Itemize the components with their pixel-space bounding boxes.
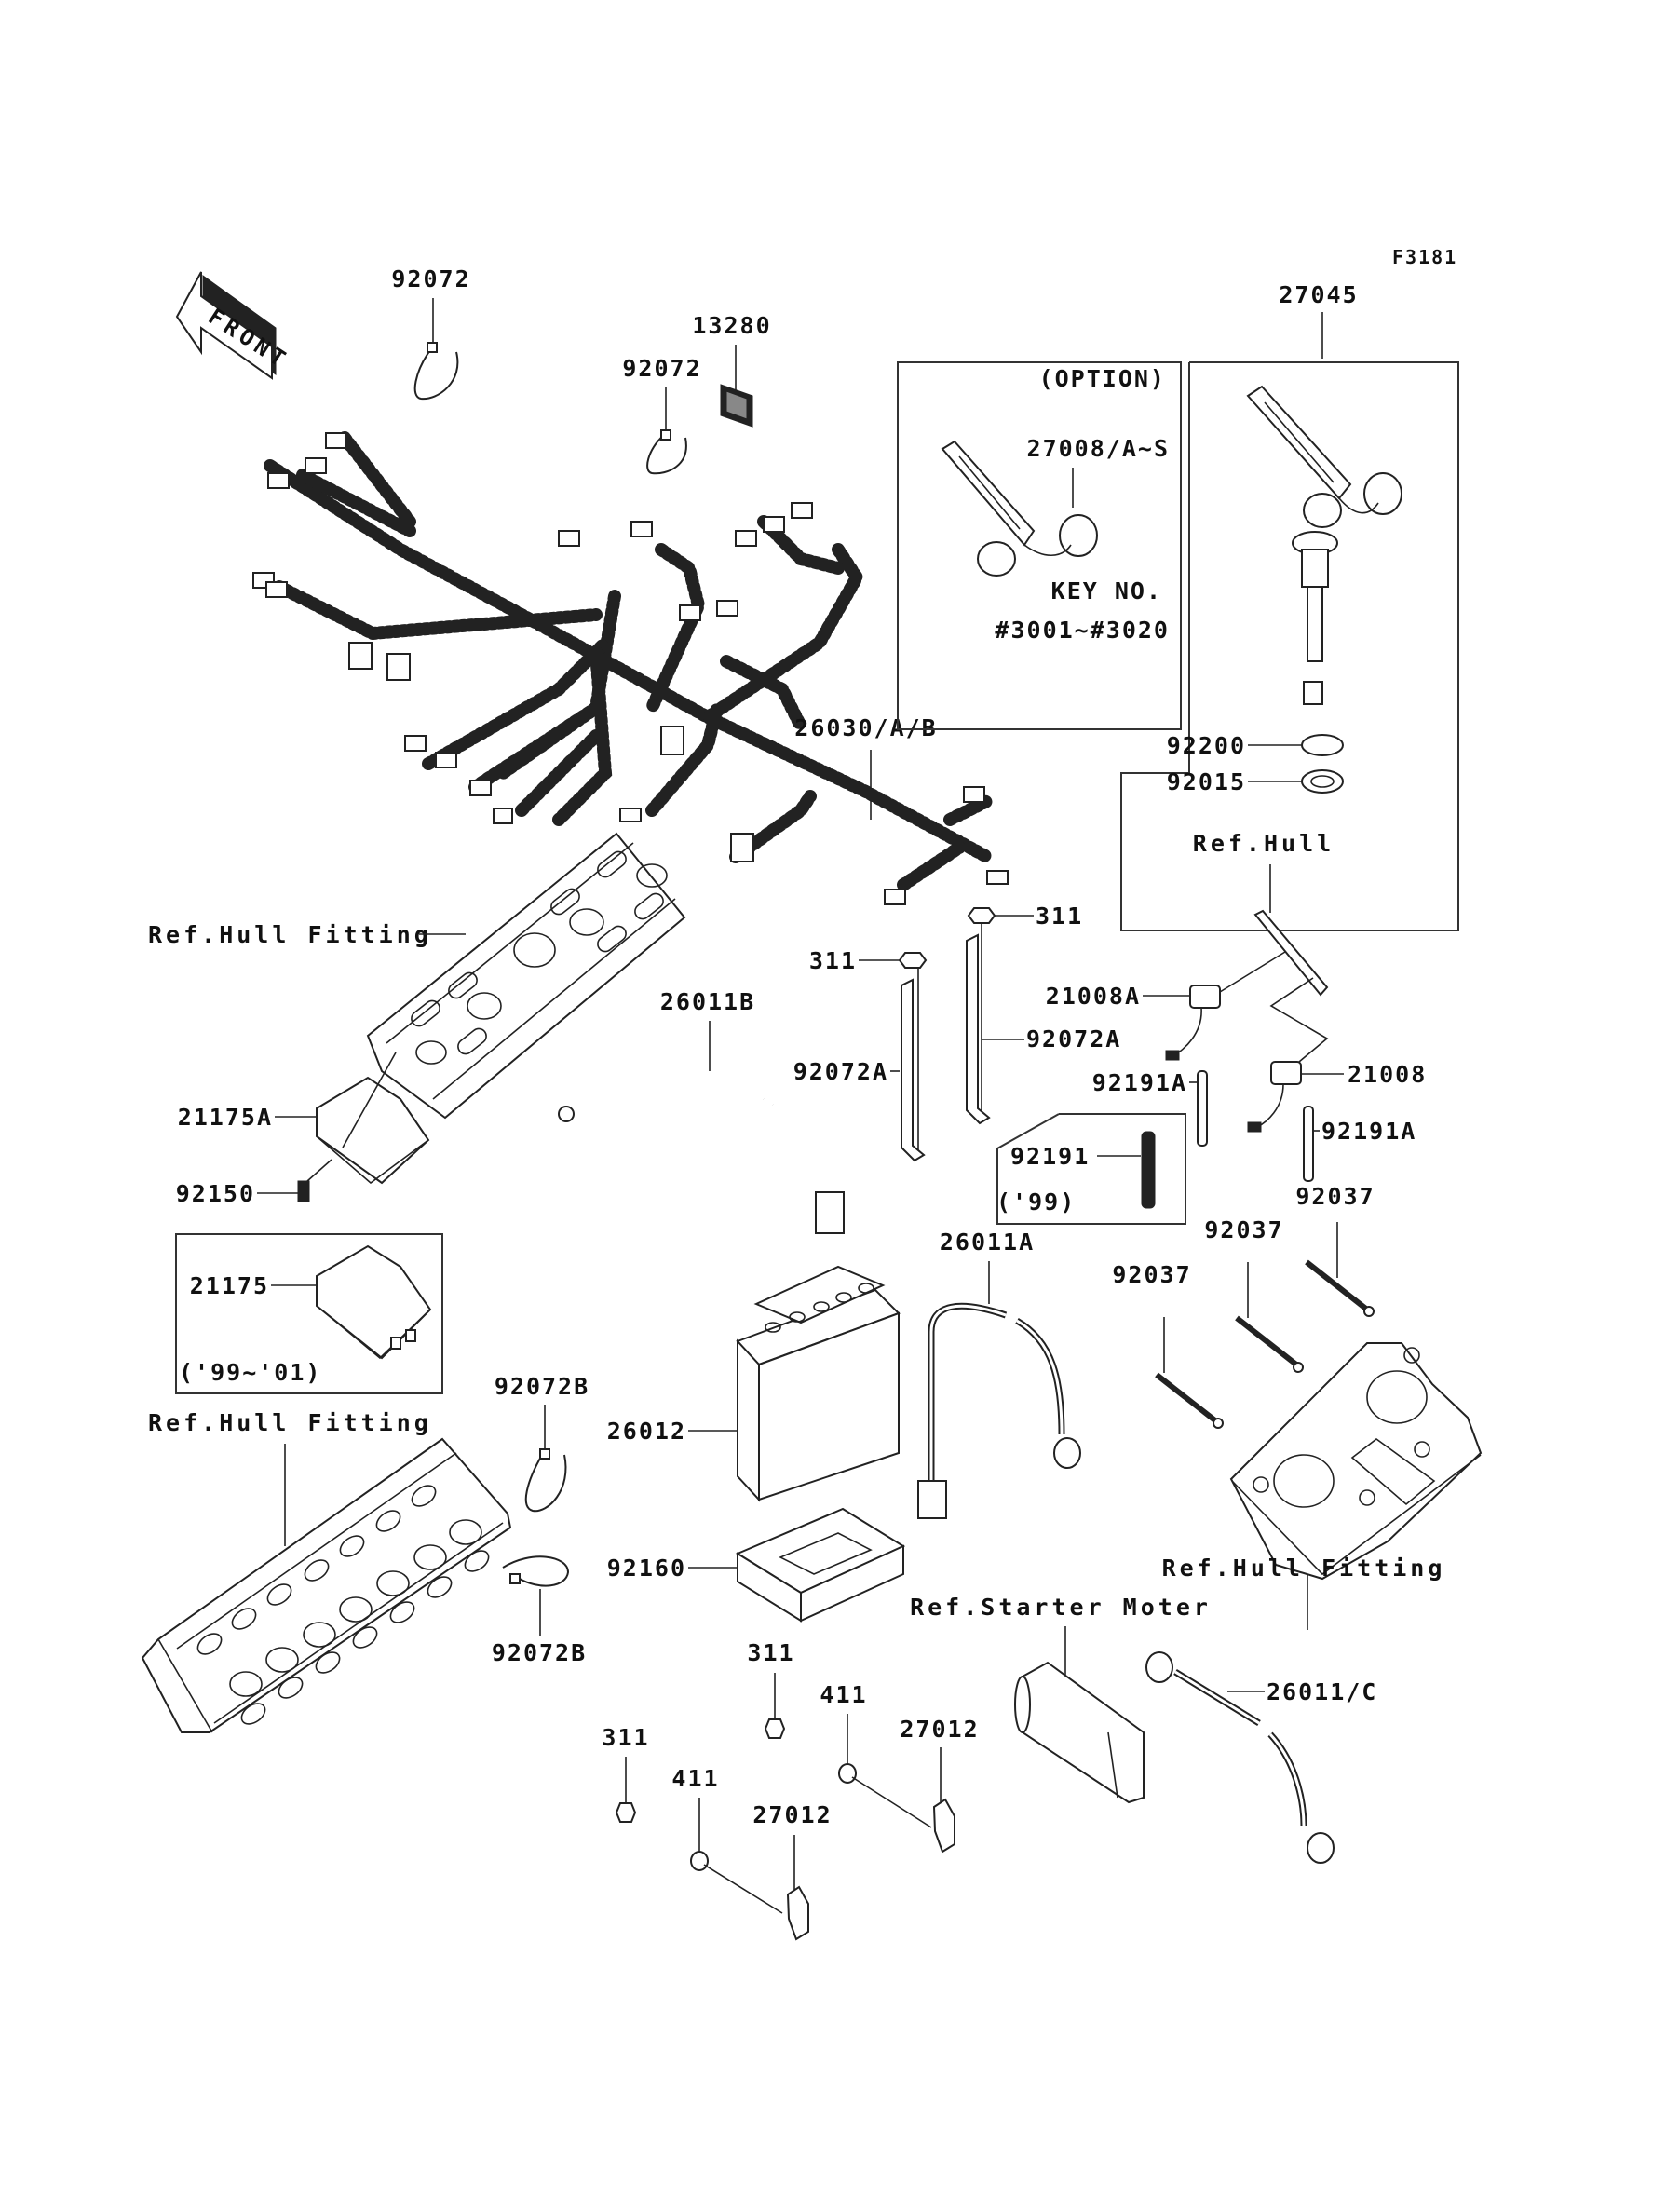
part-26011C-cable[interactable]: 26011/C xyxy=(1145,1651,1377,1864)
ref-hull-fitting-label: Ref.Hull Fitting xyxy=(148,1409,432,1436)
part-92191A-sleeve-1[interactable]: 92191A xyxy=(1092,1069,1208,1147)
ref-hull-fitting-plate-1: Ref.Hull Fitting xyxy=(148,832,686,1120)
callout-411: 411 xyxy=(671,1765,719,1792)
nut-92015-icon[interactable] xyxy=(1301,769,1344,794)
part-26011B-cable[interactable]: 26011B xyxy=(558,988,845,1234)
ref-hull-fitting-plate-3: Ref.Hull Fitting xyxy=(1162,1342,1483,1630)
ref-hull-bracket: Ref.Hull xyxy=(1193,830,1335,1063)
callout-21008: 21008 xyxy=(1348,1061,1427,1088)
ref-hull-fitting-label: Ref.Hull Fitting xyxy=(1162,1555,1446,1582)
callout-27045: 27045 xyxy=(1279,281,1358,308)
callout-411: 411 xyxy=(820,1681,867,1708)
ref-starter-motor: Ref.Starter Moter xyxy=(910,1594,1212,1804)
module-21175-icon[interactable] xyxy=(316,1244,432,1360)
part-92072B-clamp-a[interactable]: 92072B xyxy=(495,1373,589,1513)
callout-92160: 92160 xyxy=(607,1555,686,1582)
callout-26012: 26012 xyxy=(607,1418,686,1445)
ignition-switch-icon[interactable] xyxy=(1292,531,1338,705)
key-fob-icon[interactable] xyxy=(1246,385,1402,528)
callout-26011C: 26011/C xyxy=(1267,1678,1377,1705)
callout-92191A: 92191A xyxy=(1321,1118,1416,1145)
ref-hull-label: Ref.Hull xyxy=(1193,830,1335,857)
callout-92150: 92150 xyxy=(176,1180,255,1207)
part-92072A-strap-b[interactable]: 92072A xyxy=(966,923,1121,1125)
part-92072A-strap-a[interactable]: 92072A xyxy=(793,968,926,1162)
callout-92072: 92072 xyxy=(622,355,701,382)
callout-311: 311 xyxy=(809,947,857,974)
callout-21175A: 21175A xyxy=(178,1104,273,1131)
callout-92191A: 92191A xyxy=(1092,1069,1187,1096)
figure-code: F3181 xyxy=(1392,246,1457,268)
part-27012-clamp-a[interactable]: 27012 xyxy=(900,1716,979,1854)
part-92191A-sleeve-2[interactable]: 92191A xyxy=(1303,1106,1416,1182)
part-92037-tie-b[interactable]: 92037 xyxy=(1204,1216,1304,1373)
callout-27008: 27008/A~S xyxy=(1027,435,1170,462)
part-92072-clamp-2[interactable]: 92072 xyxy=(622,355,701,475)
callout-311: 311 xyxy=(747,1639,794,1666)
ignition-assembly-box: 27045 92200 92015 xyxy=(1120,281,1459,931)
callout-311: 311 xyxy=(1036,903,1083,930)
spring-sleeve-icon[interactable] xyxy=(1141,1131,1156,1209)
part-92037-tie-a[interactable]: 92037 xyxy=(1295,1183,1375,1317)
part-92150-screw[interactable]: 92150 xyxy=(176,1159,332,1207)
part-21008-switch[interactable]: 21008 xyxy=(1247,1061,1427,1133)
part-92037-tie-c[interactable]: 92037 xyxy=(1112,1261,1224,1429)
years-1999: ('99) xyxy=(996,1188,1076,1215)
part-92072-clamp[interactable]: 92072 xyxy=(391,265,470,401)
part-26012-battery[interactable]: 26012 xyxy=(607,1265,901,1502)
ref-starter-motor-label: Ref.Starter Moter xyxy=(910,1594,1212,1621)
part-92160-battery-tray[interactable]: 92160 xyxy=(607,1507,906,1623)
callout-21175: 21175 xyxy=(190,1272,269,1299)
callout-92191: 92191 xyxy=(1010,1143,1090,1170)
key-range: #3001~#3020 xyxy=(995,617,1170,644)
front-arrow-icon: FRONT xyxy=(175,271,294,380)
part-92072B-clamp-b[interactable]: 92072B xyxy=(492,1555,587,1666)
callout-13280: 13280 xyxy=(692,312,771,339)
callout-27012: 27012 xyxy=(900,1716,979,1743)
part-311-nut-d[interactable]: 311 xyxy=(602,1724,649,1823)
callout-92072A: 92072A xyxy=(1026,1025,1121,1052)
part-21008A-switch[interactable]: 21008A xyxy=(1046,951,1286,1061)
callout-92072B: 92072B xyxy=(495,1373,589,1400)
callout-21008A: 21008A xyxy=(1046,983,1141,1010)
callout-92072: 92072 xyxy=(391,265,470,292)
part-411-washer-b[interactable]: 411 xyxy=(671,1765,783,1914)
callout-92037: 92037 xyxy=(1295,1183,1375,1210)
part-13280-clip[interactable]: 13280 xyxy=(692,312,771,428)
years-1999-2001: ('99~'01) xyxy=(179,1359,321,1386)
callout-92072B: 92072B xyxy=(492,1639,587,1666)
part-311-nut-a[interactable]: 311 xyxy=(967,903,1083,930)
callout-92015: 92015 xyxy=(1167,768,1246,795)
option-key-box: (OPTION) 27008/A~S KEY NO. #3001~#3020 xyxy=(897,361,1182,730)
callout-92200: 92200 xyxy=(1167,732,1246,759)
part-26011A-cable[interactable]: 26011A xyxy=(917,1229,1081,1519)
ref-hull-fitting-label: Ref.Hull Fitting xyxy=(148,921,432,948)
part-21175A-module[interactable]: 21175A xyxy=(178,1052,430,1185)
callout-26030: 26030/A/B xyxy=(794,714,937,741)
key-no-label: KEY NO. xyxy=(1051,577,1162,604)
box-21175-1999-2001: 21175 ('99~'01) xyxy=(175,1233,443,1394)
box-92191-1999: 92191 ('99) xyxy=(996,1113,1186,1225)
option-title: (OPTION) xyxy=(1039,365,1166,392)
part-311-nut-c[interactable]: 311 xyxy=(747,1639,794,1739)
callout-311: 311 xyxy=(602,1724,649,1751)
callout-26011A: 26011A xyxy=(940,1229,1035,1256)
callout-27012: 27012 xyxy=(752,1801,832,1828)
callout-92037: 92037 xyxy=(1112,1261,1191,1288)
callout-92037: 92037 xyxy=(1204,1216,1283,1243)
part-411-washer-a[interactable]: 411 xyxy=(820,1681,932,1828)
part-311-nut-b[interactable]: 311 xyxy=(809,947,928,974)
part-27012-clamp-b[interactable]: 27012 xyxy=(752,1801,832,1941)
callout-92072A: 92072A xyxy=(793,1058,888,1085)
washer-92200-icon[interactable] xyxy=(1301,734,1344,756)
key-fob-icon[interactable] xyxy=(941,440,1098,577)
callout-26011B: 26011B xyxy=(660,988,755,1015)
ref-hull-fitting-plate-2: Ref.Hull Fitting xyxy=(141,1409,512,1733)
part-26030-wiring-harness[interactable]: 26030/A/B xyxy=(252,431,1009,905)
